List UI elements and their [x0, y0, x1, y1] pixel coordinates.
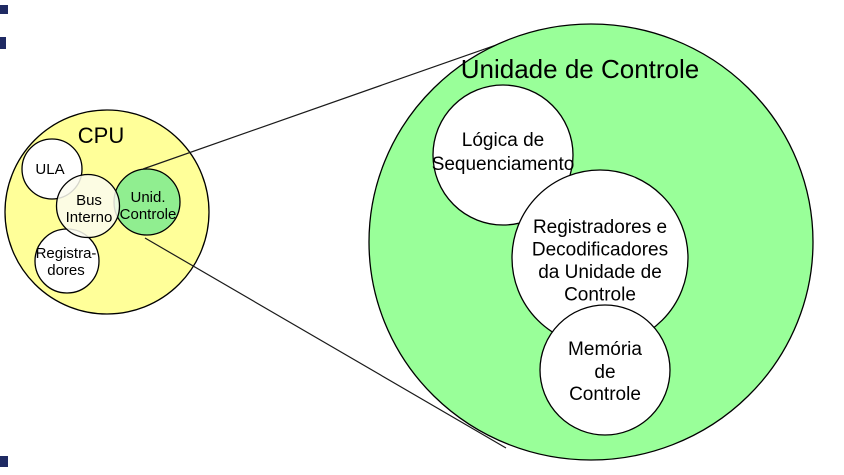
memoria-label-line2: de — [594, 362, 615, 383]
unid-controle-label-line1: Unid. — [130, 189, 165, 206]
zoom-connector-line-bottom — [144, 237, 507, 449]
bus-interno-label-line1: Bus — [76, 192, 102, 209]
bus-interno-circle — [55, 173, 121, 239]
memoria-label-line3: Controle — [569, 384, 641, 405]
edge-artifact-bottom-icon — [0, 456, 8, 467]
registradores-label-line1: Registra- — [36, 245, 97, 262]
reg-decod-label-line4: Controle — [564, 285, 636, 306]
unidade-controle-title: Unidade de Controle — [461, 54, 700, 84]
reg-decod-label-line1: Registradores e — [533, 217, 667, 238]
memoria-controle-circle — [539, 304, 671, 436]
zoom-connector-line-top — [142, 37, 517, 170]
bus-interno-label-line2: Interno — [66, 209, 113, 226]
memoria-label-line1: Memória — [568, 339, 642, 360]
edge-artifact-top-icon — [0, 5, 8, 14]
cpu-label: CPU — [78, 123, 124, 148]
logica-sequenciamento-circle — [432, 84, 574, 226]
logica-label-line1: Lógica de — [462, 130, 544, 151]
ula-label: ULA — [35, 161, 64, 178]
unid-controle-label-line2: Controle — [120, 206, 177, 223]
logica-label-line2: Sequenciamento — [432, 154, 575, 175]
registradores-label-line2: dores — [47, 262, 85, 279]
reg-decod-label-line2: Decodificadores — [532, 240, 668, 261]
reg-decod-label-line3: da Unidade de — [538, 262, 662, 283]
edge-artifact-mid-icon — [0, 37, 6, 49]
